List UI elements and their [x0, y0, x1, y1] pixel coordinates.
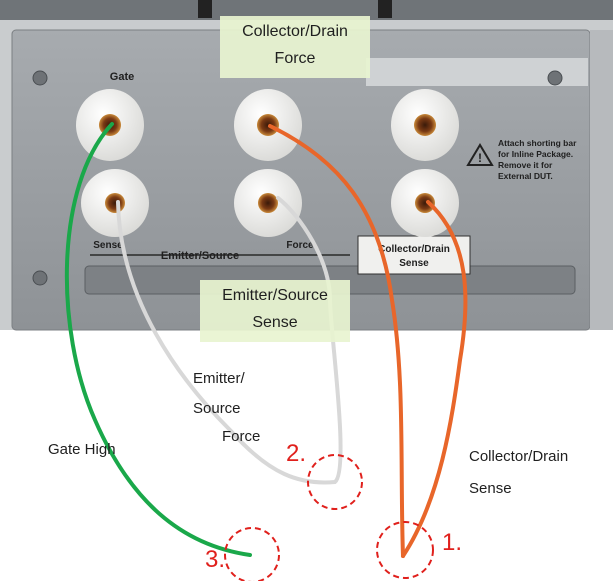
collector-force-jack [234, 89, 302, 161]
panel-warning-line2: for Inline Package. [498, 149, 573, 159]
marker-number-1: 1. [442, 530, 462, 556]
collector-drain-force-callout: Collector/Drain Force [220, 16, 370, 78]
shorting-jack [391, 89, 459, 161]
marker-number-3: 3. [205, 547, 225, 573]
panel-warning-line3: Remove it for [498, 160, 553, 170]
callout-line: Force [220, 45, 370, 72]
callout-line: Collector/Drain [220, 18, 370, 45]
emitter-source-sense-callout: Emitter/Source Sense [200, 280, 350, 342]
emitter-source-force-label-line1: Emitter/ [193, 367, 245, 391]
panel-sense-label: Sense [93, 240, 123, 251]
panel-gate-label: Gate [110, 71, 134, 83]
screw-icon [33, 71, 47, 85]
emitter-source-force-label-line3: Force [222, 425, 260, 449]
panel-emitter-source-label: Emitter/Source [161, 250, 239, 262]
svg-text:!: ! [478, 151, 482, 165]
panel-warning-line1: Attach shorting bar [498, 138, 577, 148]
marker-circle-3 [225, 528, 279, 581]
screw-icon [548, 71, 562, 85]
panel-collector-sense-label: Sense [399, 258, 429, 269]
gate-high-label: Gate High [48, 438, 116, 462]
emitter-source-force-label-line2: Source [193, 397, 241, 421]
screw-icon [33, 271, 47, 285]
collector-drain-sense-label-line1: Collector/Drain [469, 445, 568, 469]
panel-collector-drain-label: Collector/Drain [378, 244, 450, 255]
callout-line: Emitter/Source [200, 282, 350, 309]
emitter-force-jack [234, 169, 302, 237]
panel-force-label: Force [286, 240, 314, 251]
collector-drain-sense-label-line2: Sense [469, 477, 512, 501]
callout-line: Sense [200, 309, 350, 336]
marker-number-2: 2. [286, 441, 306, 467]
panel-warning-line4: External DUT. [498, 171, 553, 181]
emitter-sense-jack [81, 169, 149, 237]
